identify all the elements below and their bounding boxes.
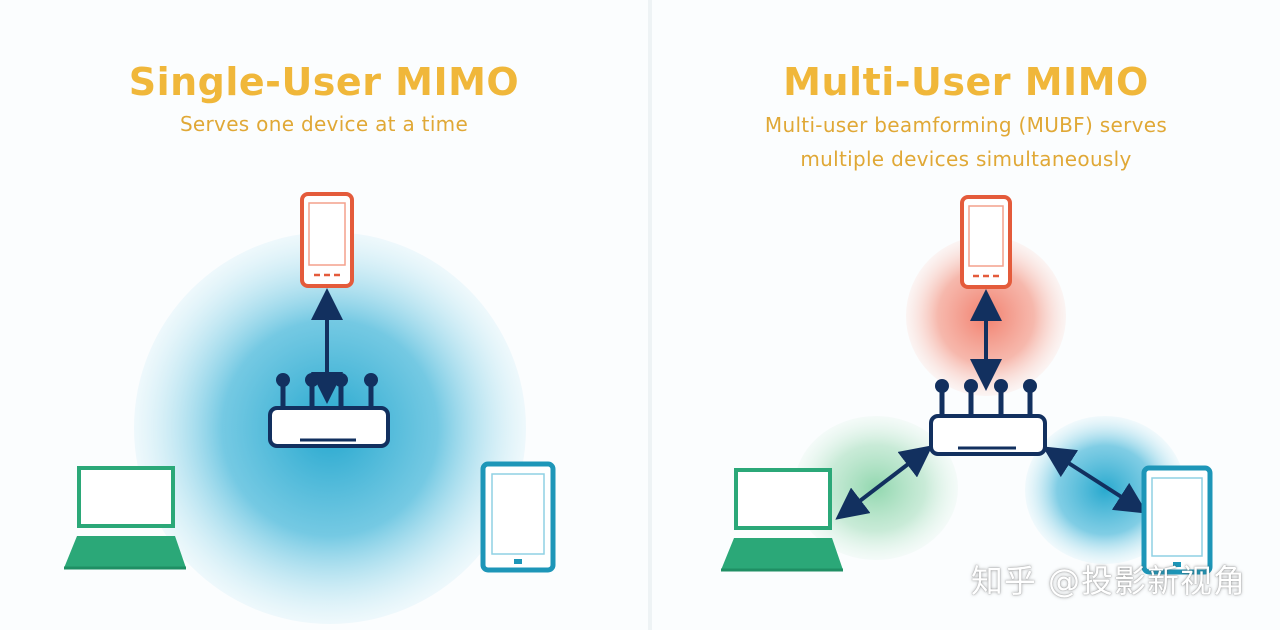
single-user-panel: Single-User MIMO Serves one device at a … (64, 60, 556, 624)
router-icon (268, 373, 390, 448)
multi-user-panel: Multi-User MIMO Multi-user beamforming (… (652, 0, 1280, 630)
laptop-icon (64, 466, 186, 570)
watermark-text: 知乎 @投影新视角 (970, 562, 1246, 600)
multi-user-subtitle-line-2: multiple devices simultaneously (800, 147, 1132, 171)
tablet-icon (1141, 465, 1213, 575)
arrow-icon (1042, 446, 1148, 514)
single-user-subtitle: Serves one device at a time (179, 112, 469, 136)
multi-user-subtitle-line-1: Multi-user beamforming (MUBF) serves (764, 113, 1168, 137)
tablet-icon (480, 461, 556, 573)
router-icon (929, 379, 1047, 456)
single-user-title: Single-User MIMO (128, 60, 520, 104)
panel-divider (648, 0, 652, 630)
multi-user-title: Multi-User MIMO (783, 60, 1149, 104)
phone-icon (300, 192, 354, 288)
phone-icon (960, 195, 1012, 289)
arrow-icon (835, 445, 933, 520)
laptop-icon (721, 468, 843, 572)
multi-user-diagram (721, 195, 1213, 575)
single-user-diagram (64, 192, 556, 624)
